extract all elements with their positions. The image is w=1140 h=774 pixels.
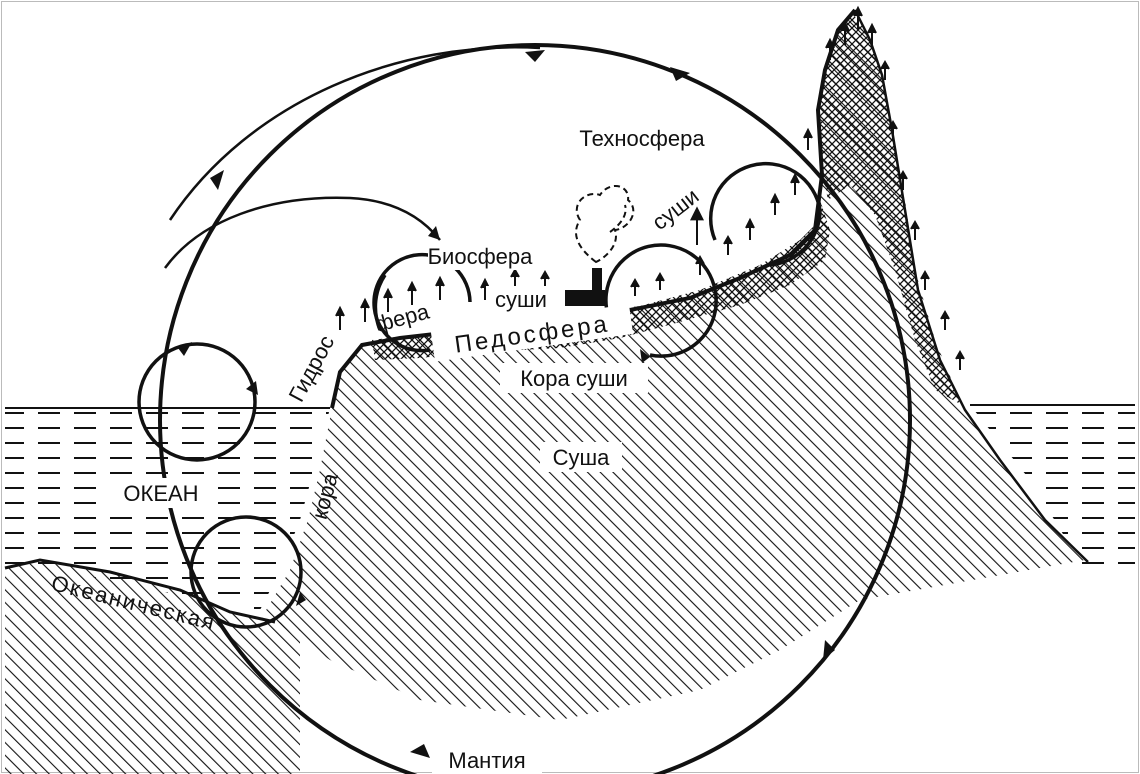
svg-text:суши: суши (647, 183, 703, 235)
factory-icon (565, 268, 605, 306)
svg-text:Биосфера: Биосфера (428, 244, 534, 269)
svg-text:Суша: Суша (553, 445, 611, 470)
label-land: Суша (540, 442, 622, 472)
label-hydrosphere-a: Гидрос (284, 331, 340, 406)
label-biosphere-suffix: суши (486, 286, 556, 312)
svg-text:Кора суши: Кора суши (520, 366, 628, 391)
label-technosphere-suffix: суши (647, 183, 703, 235)
land-mass (265, 15, 1085, 720)
svg-text:ОКЕАН: ОКЕАН (123, 481, 198, 506)
label-hydrosphere-b: фера (372, 298, 432, 337)
svg-text:фера: фера (372, 298, 432, 337)
label-technosphere: Техносфера (566, 123, 718, 153)
svg-text:Техносфера: Техносфера (579, 126, 705, 151)
label-land-crust: Кора суши (500, 363, 648, 393)
smoke-icon (576, 186, 633, 262)
svg-text:Гидрос: Гидрос (284, 331, 340, 406)
label-mantle: Мантия (432, 745, 542, 773)
label-ocean: ОКЕАН (106, 478, 216, 508)
label-biosphere: Биосфера (428, 242, 534, 270)
svg-text:суши: суши (495, 287, 547, 312)
svg-text:Мантия: Мантия (448, 748, 525, 773)
